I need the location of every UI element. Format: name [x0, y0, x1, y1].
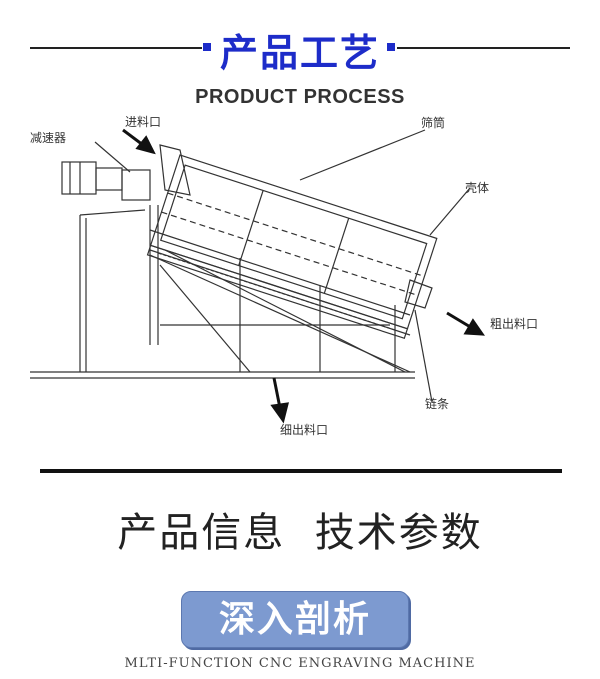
label-inlet: 进料口 — [125, 115, 161, 129]
label-screen-drum: 筛筒 — [421, 115, 445, 130]
header-dot-left — [203, 43, 211, 51]
label-coarse-outlet: 粗出料口 — [490, 317, 538, 331]
header-line-left — [30, 47, 202, 49]
process-diagram: 减速器 进料口 筛筒 壳体 粗出料口 链条 细出料口 — [30, 115, 538, 437]
label-fine-outlet: 细出料口 — [280, 423, 328, 437]
label-reducer: 减速器 — [30, 131, 66, 145]
section-divider — [40, 469, 562, 473]
header-dot-right — [387, 43, 395, 51]
badge-label: 深入剖析 — [218, 599, 371, 640]
footer-caption: MLTI-FUNCTION CNC ENGRAVING MACHINE — [124, 656, 476, 671]
page-subtitle: PRODUCT PROCESS — [195, 86, 405, 108]
header-line-right — [397, 47, 570, 49]
label-housing: 壳体 — [465, 181, 489, 195]
label-chain: 链条 — [425, 396, 449, 411]
deep-dive-badge: 深入剖析 — [181, 591, 409, 648]
page-title: 产品工艺 — [219, 31, 380, 75]
info-title: 产品信息 技术参数 — [117, 510, 483, 556]
